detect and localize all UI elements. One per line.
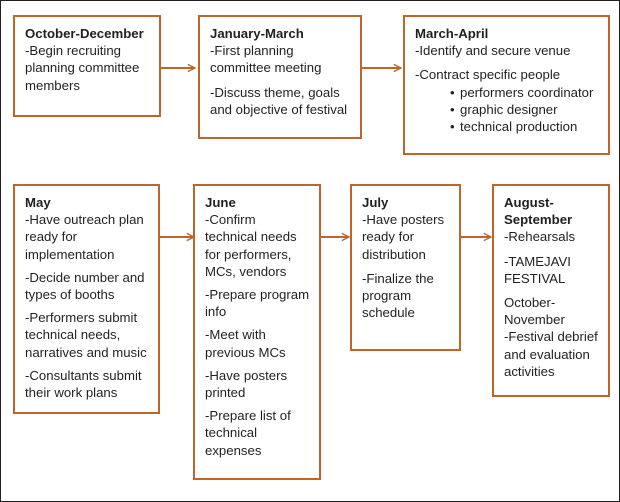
box-may: May -Have outreach plan ready for implem… [13,184,160,414]
box-item: -TAMEJAVI FESTIVAL [504,253,571,286]
box-item: -Consultants submit their work plans [25,367,142,401]
box-item: -Identify and secure venue [415,43,571,59]
box-july: July -Have posters ready for distributio… [350,184,461,351]
box-june: June -Confirm technical needs for perfor… [193,184,321,480]
box-item: -Festival debrief and evaluation activit… [504,329,598,379]
bullet-icon: • [450,84,455,100]
box-item: -Contract specific people [415,67,561,83]
box-item: -Meet with previous MCs [205,327,286,360]
box-item: -Prepare program info [205,287,310,320]
box-title: July [362,195,389,210]
box-item: -Have posters printed [205,367,288,401]
box-title: October-December [25,26,144,41]
box-subtitle: October-November [504,295,565,328]
box-item: -Have posters ready for distribution [362,212,445,262]
box-item: -Prepare list of technical expenses [205,408,291,458]
bullet-item: •graphic designer [450,101,558,117]
box-august-september: August-September -Rehearsals -TAMEJAVI F… [492,184,610,397]
box-title: January-March [210,26,304,41]
bullet-icon: • [450,101,455,117]
box-item: -Confirm technical needs for performers,… [205,212,297,279]
box-item: -First planning committee meeting [210,43,322,76]
bullet-item: •technical production [450,119,578,135]
box-item: -Performers submit technical needs, narr… [25,310,147,360]
box-march-april: March-April -Identify and secure venue -… [403,15,610,155]
box-title: June [205,195,236,210]
box-october-december: October-December -Begin recruiting plann… [13,15,161,117]
box-title: August-September [504,195,573,228]
box-item: -Have outreach plan ready for implementa… [25,212,144,262]
box-item: -Discuss theme, goals and objective of f… [210,84,348,117]
box-item: -Decide number and types of booths [25,269,145,303]
bullet-icon: • [450,119,455,135]
box-item: -Finalize the program schedule [362,270,434,321]
box-title: March-April [415,26,489,41]
box-title: May [25,195,51,210]
bullet-item: •performers coordinator [450,84,594,100]
people-list: •performers coordinator •graphic designe… [415,84,600,136]
box-item: -Rehearsals [504,229,576,245]
box-january-march: January-March -First planning committee … [198,15,362,139]
box-item: -Begin recruiting planning committee mem… [25,43,140,93]
